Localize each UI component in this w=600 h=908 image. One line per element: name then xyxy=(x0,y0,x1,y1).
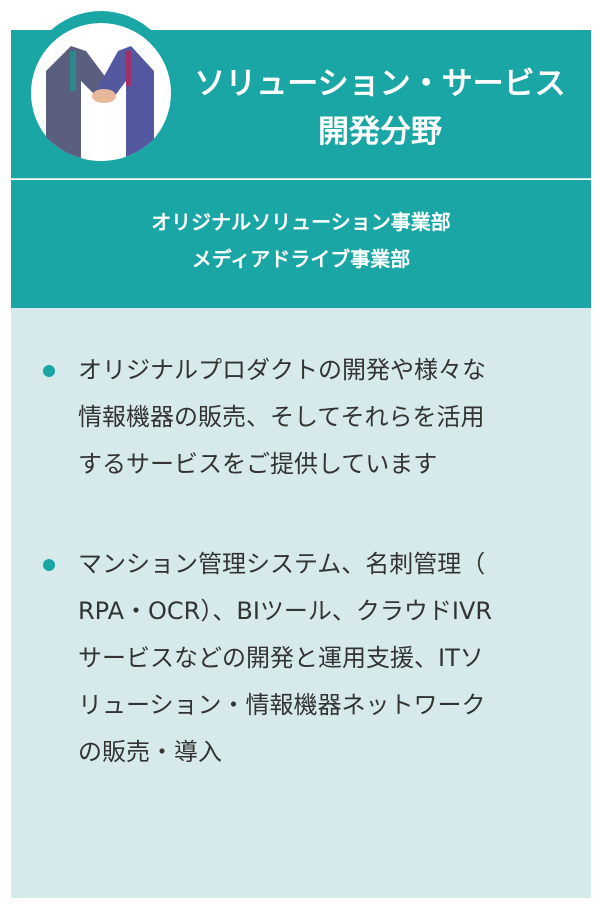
bullet-text-line: するサービスをご提供しています xyxy=(78,450,438,478)
department-name: メディアドライブ事業部 xyxy=(191,247,411,271)
section-title: ソリューション・サービス 開発分野 xyxy=(180,60,580,156)
bullet-text-line: リューション・情報機器ネットワーク xyxy=(78,691,486,719)
bullet-text-line: の販売・導入 xyxy=(78,738,222,766)
department-list: オリジナルソリューション事業部 メディアドライブ事業部 xyxy=(11,204,591,278)
bullet-dot-icon xyxy=(43,365,55,377)
bullet-text-line: サービスなどの開発と運用支援、ITソ xyxy=(78,644,484,672)
department-name: オリジナルソリューション事業部 xyxy=(151,210,451,234)
bullet-dot-icon xyxy=(43,559,55,571)
bullet-text-line: マンション管理システム、名刺管理（ xyxy=(78,550,486,578)
bullet-text-line: オリジナルプロダクトの開発や様々な xyxy=(78,356,486,384)
title-line: ソリューション・サービス xyxy=(194,66,566,102)
bullet-item: マンション管理システム、名刺管理（ RPA・OCR）、BIツール、クラウドIVR… xyxy=(40,541,580,776)
divider xyxy=(11,178,591,179)
title-line: 開発分野 xyxy=(318,114,442,150)
departments-panel xyxy=(11,180,591,308)
bullet-text-line: 情報機器の販売、そしてそれらを活用 xyxy=(78,403,485,431)
bullet-item: オリジナルプロダクトの開発や様々な 情報機器の販売、そしてそれらを活用 するサー… xyxy=(40,347,580,488)
handshake-image xyxy=(26,11,176,161)
description-panel xyxy=(11,308,591,898)
bullet-text-line: RPA・OCR）、BIツール、クラウドIVR xyxy=(78,597,493,625)
